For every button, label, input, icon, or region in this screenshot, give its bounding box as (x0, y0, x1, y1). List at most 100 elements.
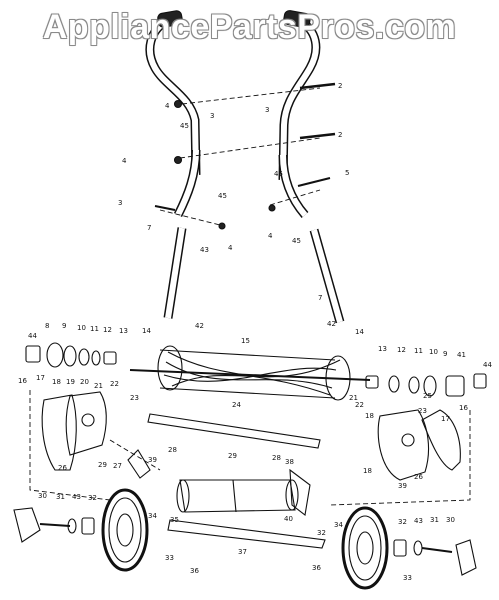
callout-29: 29 (98, 461, 107, 469)
callout-12: 12 (397, 346, 406, 354)
callout-29: 29 (228, 452, 237, 460)
handle-upper-left (145, 10, 201, 176)
callout-16: 16 (18, 377, 27, 385)
callout-33: 33 (403, 574, 412, 582)
callout-10: 10 (429, 348, 438, 356)
callout-21: 21 (94, 382, 103, 390)
side-plate-left (41, 391, 107, 471)
callout-45: 45 (292, 237, 301, 245)
callout-18: 18 (363, 467, 372, 475)
roller-bracket-right (289, 468, 311, 516)
callout-9: 9 (62, 322, 66, 330)
callout-34: 34 (334, 521, 343, 529)
watermark-text: AppliancePartsPros.com (42, 8, 457, 46)
callout-45: 45 (180, 122, 189, 130)
callout-4: 4 (122, 157, 127, 165)
callout-39: 39 (148, 456, 157, 464)
callout-26: 26 (58, 464, 67, 472)
wheel-left (101, 488, 149, 572)
handle-lower-right (278, 154, 309, 218)
handle-tube-left (163, 227, 187, 319)
callout-2: 2 (338, 131, 342, 139)
callout-39: 39 (398, 482, 407, 490)
roller (176, 479, 299, 513)
bed-knife-bar (147, 413, 321, 449)
callout-13: 13 (378, 345, 387, 353)
wheel-right (341, 506, 389, 590)
callout-18: 18 (52, 378, 61, 386)
callout-22: 22 (355, 401, 364, 409)
hubcap-right (455, 539, 477, 576)
callout-42: 42 (195, 322, 204, 330)
callout-14: 14 (142, 327, 151, 335)
right-axle-hardware (365, 373, 487, 397)
callout-25: 25 (423, 392, 432, 400)
reel-assembly (129, 345, 371, 401)
callout-13: 13 (119, 327, 128, 335)
callout-15: 15 (241, 337, 250, 345)
callout-23: 23 (418, 407, 427, 415)
callout-31: 31 (56, 493, 65, 501)
hex-nut (173, 99, 276, 230)
callout-45: 45 (218, 192, 227, 200)
callout-2: 2 (338, 82, 342, 90)
callout-20: 20 (80, 378, 89, 386)
callout-27: 27 (113, 462, 122, 470)
callout-10: 10 (77, 324, 86, 332)
callout-16: 16 (459, 404, 468, 412)
handle-lower-left (173, 149, 201, 218)
callout-38: 38 (285, 458, 294, 466)
callout-42: 42 (327, 320, 336, 328)
callout-32: 32 (88, 494, 97, 502)
callout-45: 45 (274, 170, 283, 178)
callout-34: 34 (148, 512, 157, 520)
callout-11: 11 (414, 347, 423, 355)
callout-32: 32 (398, 518, 407, 526)
callout-3: 3 (118, 199, 122, 207)
callout-31: 31 (430, 516, 439, 524)
callout-32: 32 (317, 529, 326, 537)
callout-41: 41 (457, 351, 466, 359)
axle-bolt-right (393, 539, 453, 557)
callout-12: 12 (103, 326, 112, 334)
callout-5: 5 (345, 169, 349, 177)
callout-7: 7 (147, 224, 151, 232)
bolt-leader-lines (159, 87, 321, 226)
side-plate-right (377, 409, 461, 481)
callout-43: 43 (72, 493, 81, 501)
handle-tube-right (309, 228, 345, 324)
handle-bolt (154, 82, 336, 211)
callout-26: 26 (414, 473, 423, 481)
callout-24: 24 (232, 401, 241, 409)
callout-18: 18 (365, 412, 374, 420)
callout-44: 44 (28, 332, 37, 340)
hubcap-left (13, 507, 41, 543)
assembly-frame-lines (29, 390, 471, 506)
callout-19: 19 (66, 378, 75, 386)
callout-40: 40 (284, 515, 293, 523)
callout-28: 28 (168, 446, 177, 454)
callout-28: 28 (272, 454, 281, 462)
callout-36: 36 (190, 567, 199, 575)
callout-11: 11 (90, 325, 99, 333)
callout-4: 4 (228, 244, 233, 252)
callout-43: 43 (200, 246, 209, 254)
callout-8: 8 (45, 322, 49, 330)
callout-4: 4 (165, 102, 170, 110)
callout-22: 22 (110, 380, 119, 388)
callout-17: 17 (36, 374, 45, 382)
handle-upper-right (278, 10, 321, 181)
callout-36: 36 (312, 564, 321, 572)
callout-37: 37 (238, 548, 247, 556)
callout-9: 9 (443, 350, 447, 358)
callout-35: 35 (170, 516, 179, 524)
callout-43: 43 (414, 517, 423, 525)
callout-3: 3 (210, 112, 214, 120)
callout-23: 23 (130, 394, 139, 402)
axle-bolt-left (39, 517, 95, 535)
callout-44: 44 (483, 361, 492, 369)
callout-7: 7 (318, 294, 322, 302)
callout-30: 30 (38, 492, 47, 500)
